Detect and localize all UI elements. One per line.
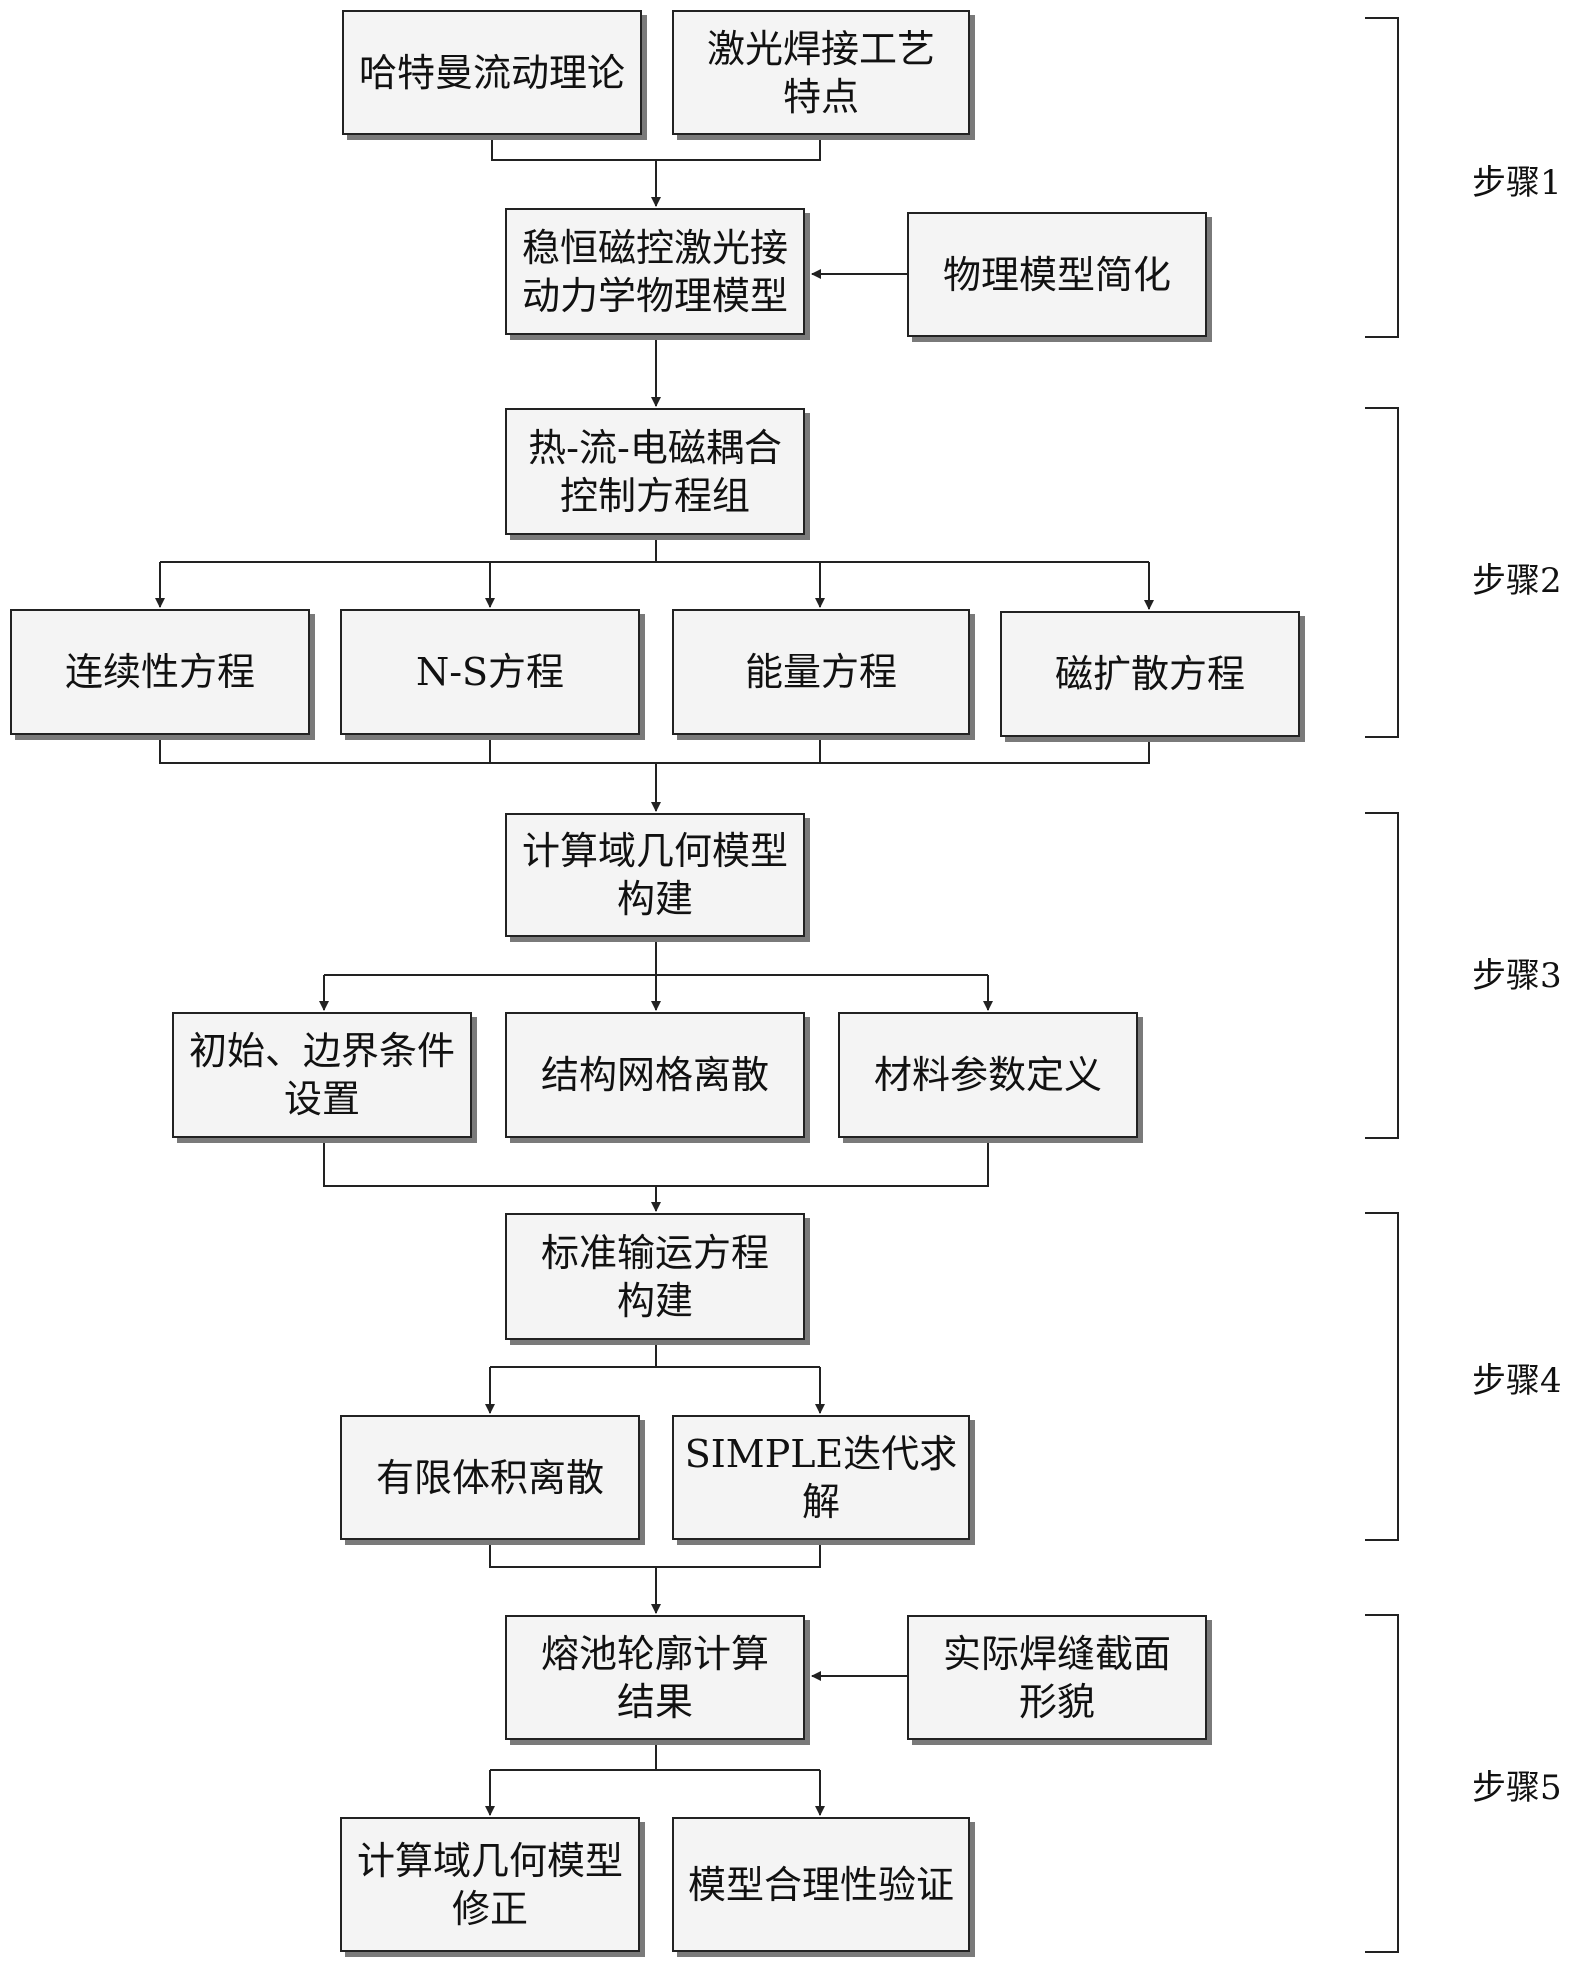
box-model-simplification: 物理模型简化 xyxy=(907,212,1207,337)
box-label: SIMPLE迭代求解 xyxy=(684,1431,958,1524)
box-material-parameters: 材料参数定义 xyxy=(838,1012,1138,1138)
box-continuity-equation: 连续性方程 xyxy=(10,609,310,735)
box-label: 熔池轮廓计算 结果 xyxy=(540,1631,769,1724)
box-label: N-S方程 xyxy=(415,650,565,694)
box-label: 激光焊接工艺 特点 xyxy=(706,26,935,119)
box-label: 哈特曼流动理论 xyxy=(358,50,625,95)
bracket-step2 xyxy=(1365,407,1399,738)
step-label-5: 步骤5 xyxy=(1472,1768,1562,1808)
box-label: 初始、边界条件 设置 xyxy=(188,1029,455,1121)
box-actual-weld-morphology: 实际焊缝截面 形貌 xyxy=(907,1615,1207,1740)
box-geometry-model-build: 计算域几何模型 构建 xyxy=(505,813,805,937)
box-label: 物理模型简化 xyxy=(942,252,1171,297)
box-label: 磁扩散方程 xyxy=(1054,652,1245,696)
box-label: 结构网格离散 xyxy=(540,1053,769,1097)
box-model-validation: 模型合理性验证 xyxy=(672,1817,970,1952)
box-governing-equations: 热-流-电磁耦合 控制方程组 xyxy=(505,408,805,535)
box-label: 能量方程 xyxy=(744,650,897,694)
box-label: 实际焊缝截面 形貌 xyxy=(942,1631,1171,1724)
step-label-2: 步骤2 xyxy=(1472,561,1562,601)
box-laser-welding-features: 激光焊接工艺 特点 xyxy=(672,10,970,135)
box-hartmann-flow-theory: 哈特曼流动理论 xyxy=(342,10,642,135)
box-label: 稳恒磁控激光接 动力学物理模型 xyxy=(521,225,788,318)
box-label: 计算域几何模型 修正 xyxy=(356,1838,623,1931)
connector-b1-b2-merge xyxy=(491,135,821,161)
connector-step3-merge xyxy=(323,1138,989,1187)
box-label: 计算域几何模型 构建 xyxy=(521,829,788,921)
box-label: 连续性方程 xyxy=(64,650,255,694)
box-label: 热-流-电磁耦合 控制方程组 xyxy=(528,425,782,518)
step-label-3: 步骤3 xyxy=(1472,956,1562,996)
bracket-step1 xyxy=(1365,17,1399,338)
box-initial-boundary-conditions: 初始、边界条件 设置 xyxy=(172,1012,472,1138)
step-label-1: 步骤1 xyxy=(1472,163,1562,203)
box-ns-equation: N-S方程 xyxy=(340,609,640,735)
connector-step2-merge xyxy=(159,735,1150,764)
box-label: 有限体积离散 xyxy=(375,1455,604,1500)
box-magnetic-diffusion-equation: 磁扩散方程 xyxy=(1000,611,1300,737)
bracket-step3 xyxy=(1365,812,1399,1139)
box-label: 标准输运方程 构建 xyxy=(540,1230,769,1323)
box-geometry-model-correction: 计算域几何模型 修正 xyxy=(340,1817,640,1952)
box-energy-equation: 能量方程 xyxy=(672,609,970,735)
box-label: 材料参数定义 xyxy=(873,1053,1102,1097)
box-finite-volume: 有限体积离散 xyxy=(340,1415,640,1540)
box-weld-pool-result: 熔池轮廓计算 结果 xyxy=(505,1615,805,1740)
box-simple-iteration: SIMPLE迭代求解 xyxy=(672,1415,970,1540)
bracket-step5 xyxy=(1365,1614,1399,1953)
bracket-step4 xyxy=(1365,1212,1399,1541)
box-transport-equation: 标准输运方程 构建 xyxy=(505,1213,805,1340)
box-label: 模型合理性验证 xyxy=(687,1862,954,1907)
box-physical-model: 稳恒磁控激光接 动力学物理模型 xyxy=(505,208,805,335)
step-label-4: 步骤4 xyxy=(1472,1361,1562,1401)
connector-step4-merge xyxy=(489,1540,821,1568)
box-structured-mesh: 结构网格离散 xyxy=(505,1012,805,1138)
